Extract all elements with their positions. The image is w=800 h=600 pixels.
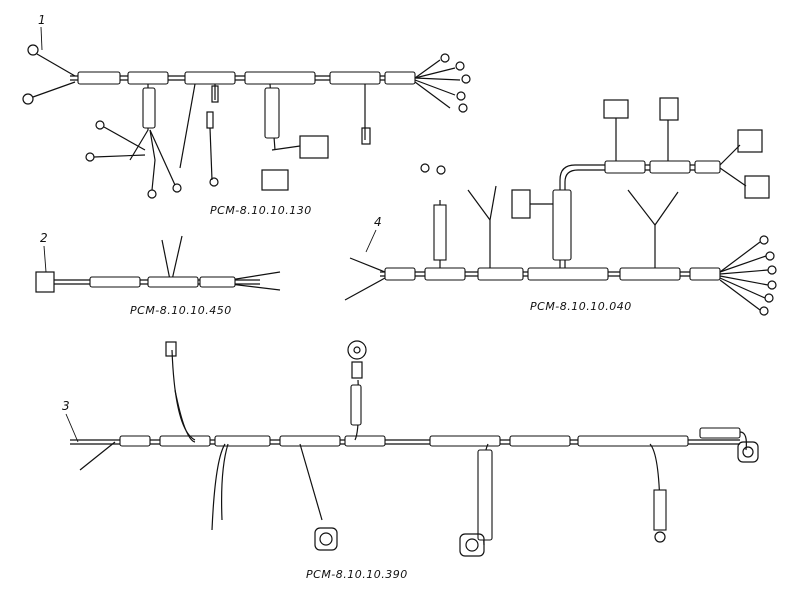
harness-040-right-fanout [719, 235, 777, 316]
part-number-130: РСМ-8.10.10.130 [210, 204, 312, 217]
harness-040-upper-sleeves [552, 160, 721, 261]
harness-130-branches [129, 83, 371, 191]
part-number-390: РСМ-8.10.10.390 [306, 568, 408, 581]
harness-390-branch-sleeves [350, 384, 493, 541]
leader-line-1 [40, 26, 43, 51]
connector-block-icon [511, 189, 531, 219]
connector-block-icon [299, 135, 329, 159]
ring-terminal-icon [209, 177, 219, 187]
harness-040-y-branch [627, 189, 679, 268]
harness-450: 2 РСМ-8.10.10.450 [35, 231, 281, 317]
harness-130-branch-sleeves [142, 87, 280, 139]
battery-clamp-icon [314, 527, 338, 551]
ring-terminal-icon [420, 163, 430, 173]
harness-450-sleeves [89, 276, 236, 288]
harness-040-top-connectors [511, 97, 770, 219]
ring-terminal-icon [27, 44, 39, 56]
harness-390-battery-clamps [314, 441, 759, 557]
harness-130-right-fanout [414, 53, 471, 113]
connector-plug-icon [35, 271, 55, 293]
ring-terminal-icon [85, 152, 95, 162]
leader-line-2 [43, 245, 47, 273]
ring-terminal-icon [22, 93, 34, 105]
callout-4: 4 [374, 215, 382, 229]
part-number-450: РСМ-8.10.10.450 [130, 304, 232, 317]
callout-1: 1 [38, 13, 46, 27]
ring-terminal-icon [95, 120, 105, 130]
callout-3: 3 [62, 399, 70, 413]
ring-terminal-icon [147, 189, 157, 199]
leader-line-4 [365, 229, 377, 253]
harness-040-upper [559, 164, 720, 268]
ring-terminal-icon [347, 340, 367, 360]
connector-block-icon [744, 175, 770, 199]
callout-2: 2 [40, 231, 48, 245]
harness-390: 3 [62, 340, 759, 581]
harness-130-sleeves [77, 71, 416, 85]
ring-terminal-icon [436, 165, 446, 175]
connector-block-icon [659, 97, 679, 121]
harness-040-small-branches [420, 163, 497, 268]
harness-040-sleeves [384, 267, 721, 281]
connector-block-icon [737, 129, 763, 153]
battery-clamp-icon [459, 533, 485, 557]
ring-terminal-icon [172, 183, 182, 193]
leader-line-3 [65, 413, 79, 443]
harness-040: 4 [344, 97, 777, 316]
ring-terminal-icon [353, 346, 361, 354]
part-number-040: РСМ-8.10.10.040 [530, 300, 632, 313]
harness-130-terminals [85, 120, 219, 199]
battery-clamp-icon [737, 441, 759, 463]
harness-130: 1 [22, 13, 471, 217]
harness-130-left-terminals [22, 44, 76, 105]
connector-block-icon [603, 99, 629, 119]
harness-130-block-connector [261, 135, 329, 191]
connector-block-icon [261, 169, 289, 191]
ring-terminal-icon [654, 531, 666, 543]
harness-390-sleeves [119, 427, 741, 447]
